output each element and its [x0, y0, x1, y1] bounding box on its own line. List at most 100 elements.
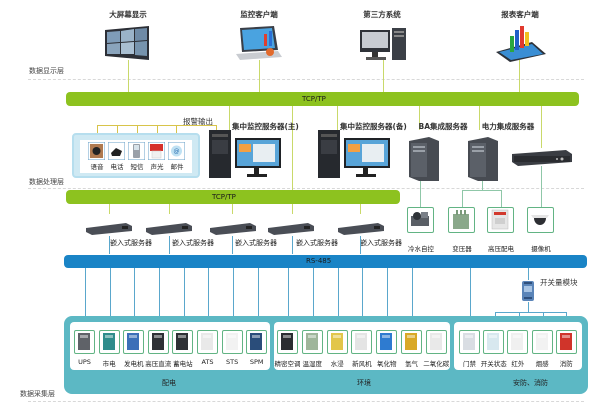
- svg-text:@: @: [174, 148, 180, 155]
- device-icon: [459, 330, 480, 354]
- layer-divider: [28, 401, 584, 402]
- embedded-server-icon: [210, 223, 256, 235]
- hv-cabinet-icon: [487, 207, 514, 233]
- layer-label-display: 数据显示层: [29, 67, 64, 75]
- embedded-server-label: 嵌入式服务器: [172, 239, 214, 247]
- subsystem-label: 变压器: [452, 245, 472, 253]
- connector-line: [519, 60, 520, 92]
- device-icon: [98, 330, 120, 354]
- connector-line: [232, 236, 233, 254]
- client-label: 大屏幕显示: [109, 10, 147, 19]
- server-label: 集中监控服务器(主): [232, 122, 299, 131]
- transformer-icon: [448, 207, 475, 233]
- connector-line: [233, 268, 234, 330]
- device-icon: [221, 330, 243, 354]
- connector-line: [292, 204, 293, 214]
- tcp-bus-mid-label: TCP/TP: [212, 193, 236, 201]
- server-label: 电力集成服务器: [481, 122, 535, 131]
- speaker-icon: [88, 142, 105, 160]
- device-label: 温湿度: [302, 360, 323, 368]
- connector-line: [528, 268, 529, 280]
- embedded-server-icon: [268, 223, 314, 235]
- connector-line: [462, 190, 502, 191]
- layer-divider: [28, 79, 584, 80]
- device-label: ATS: [201, 358, 214, 366]
- embedded-server-label: 嵌入式服务器: [110, 239, 152, 247]
- device-label: UPS: [78, 358, 91, 366]
- device-label: 烟感: [535, 360, 549, 368]
- connector-line: [159, 268, 160, 330]
- connector-line: [362, 268, 363, 330]
- embedded-server-label: 嵌入式服务器: [235, 239, 277, 247]
- group-title: 环境: [357, 379, 371, 387]
- layer-label-acquisition: 数据采集层: [20, 390, 55, 398]
- embedded-server-label: 嵌入式服务器: [360, 239, 402, 247]
- io-module-icon: [521, 280, 535, 302]
- server-label: 集中监控服务器(备): [340, 122, 407, 131]
- device-icon: [197, 330, 218, 354]
- tablet-chart-icon: [492, 24, 548, 62]
- device-label: 氢气: [405, 360, 418, 368]
- device-icon: [555, 330, 577, 354]
- subsystem-label: 摄像机: [531, 245, 551, 253]
- connector-line: [387, 268, 388, 330]
- laptop-icon: [234, 24, 284, 64]
- device-icon: [246, 330, 268, 354]
- embedded-server-icon: [338, 223, 384, 235]
- device-icon: [277, 330, 298, 354]
- server-tower-icon: [468, 137, 498, 181]
- server-tower-icon: [409, 137, 439, 181]
- device-icon: [326, 330, 348, 354]
- device-icon: [172, 330, 194, 354]
- connector-line: [541, 106, 542, 148]
- desktop-pc-icon: [358, 26, 410, 62]
- client-label: 报表客户端: [501, 10, 539, 19]
- device-icon: [531, 330, 553, 354]
- mobile-phone-icon: [128, 142, 145, 160]
- device-label: 水浸: [330, 360, 344, 368]
- connector-line: [313, 268, 314, 330]
- connector-line: [495, 312, 566, 313]
- tcp-bus-top: [66, 92, 579, 106]
- subsystem-label: 高压配电: [488, 245, 514, 253]
- switch-module-label: 开关量模块: [540, 278, 578, 287]
- connector-line: [420, 181, 421, 207]
- client-label: 监控客户端: [240, 10, 278, 19]
- device-icon: [401, 330, 422, 354]
- embedded-server-icon: [146, 223, 192, 235]
- connector-line: [360, 236, 361, 254]
- workstation-icon: [318, 130, 394, 180]
- connector-line: [208, 268, 209, 330]
- connector-line: [412, 268, 413, 330]
- device-label: 氧化物: [376, 360, 397, 368]
- device-icon: [74, 330, 95, 354]
- device-icon: [351, 330, 373, 354]
- dvr-icon: [510, 148, 574, 166]
- device-label: 发电机: [123, 360, 144, 368]
- device-icon: [123, 330, 145, 354]
- connector-line: [229, 106, 230, 130]
- connector-line: [110, 268, 111, 330]
- device-label: SPM: [249, 358, 264, 366]
- tcp-bus-mid: [66, 190, 400, 204]
- workstation-icon: [209, 130, 285, 180]
- connector-line: [128, 60, 129, 92]
- connector-line: [169, 236, 170, 254]
- telephone-icon: [108, 142, 125, 160]
- layer-label-processing: 数据处理层: [29, 178, 64, 186]
- layer-divider: [28, 188, 584, 189]
- device-icon: [507, 330, 529, 354]
- connector-line: [259, 60, 260, 92]
- subsystem-label: 冷水自控: [408, 245, 434, 253]
- connector-line: [501, 190, 502, 207]
- connector-line: [109, 236, 110, 254]
- connector-line: [232, 204, 233, 214]
- device-icon: [483, 330, 505, 354]
- siren-icon: [148, 142, 165, 160]
- device-icon: [301, 330, 323, 354]
- connector-line: [169, 204, 170, 214]
- rs485-bus-label: RS-485: [306, 257, 332, 265]
- device-label: 蓄电站: [173, 360, 193, 368]
- alarm-item-label: 电话: [110, 163, 124, 171]
- alarm-item-label: 短信: [130, 163, 144, 171]
